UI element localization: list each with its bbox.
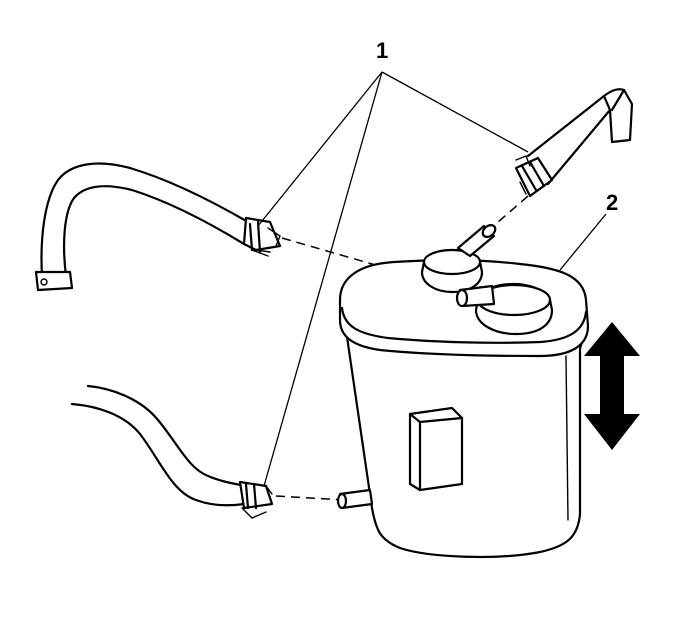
callout-leaders: [257, 71, 607, 487]
canister-top-ports: [420, 223, 554, 336]
callout-1-label: 1: [376, 38, 388, 63]
up-down-arrow-icon: [584, 322, 640, 450]
lower-left-hose-clamp: [238, 480, 274, 519]
upper-right-hose-clamp: [514, 155, 554, 198]
upper-left-hose-clamp: [242, 216, 282, 257]
evap-canister: [336, 258, 590, 559]
upper-right-hose: [526, 88, 634, 186]
upper-left-hose: [34, 162, 250, 292]
lower-left-hose: [70, 384, 248, 507]
callout-2-label: 2: [606, 190, 618, 215]
